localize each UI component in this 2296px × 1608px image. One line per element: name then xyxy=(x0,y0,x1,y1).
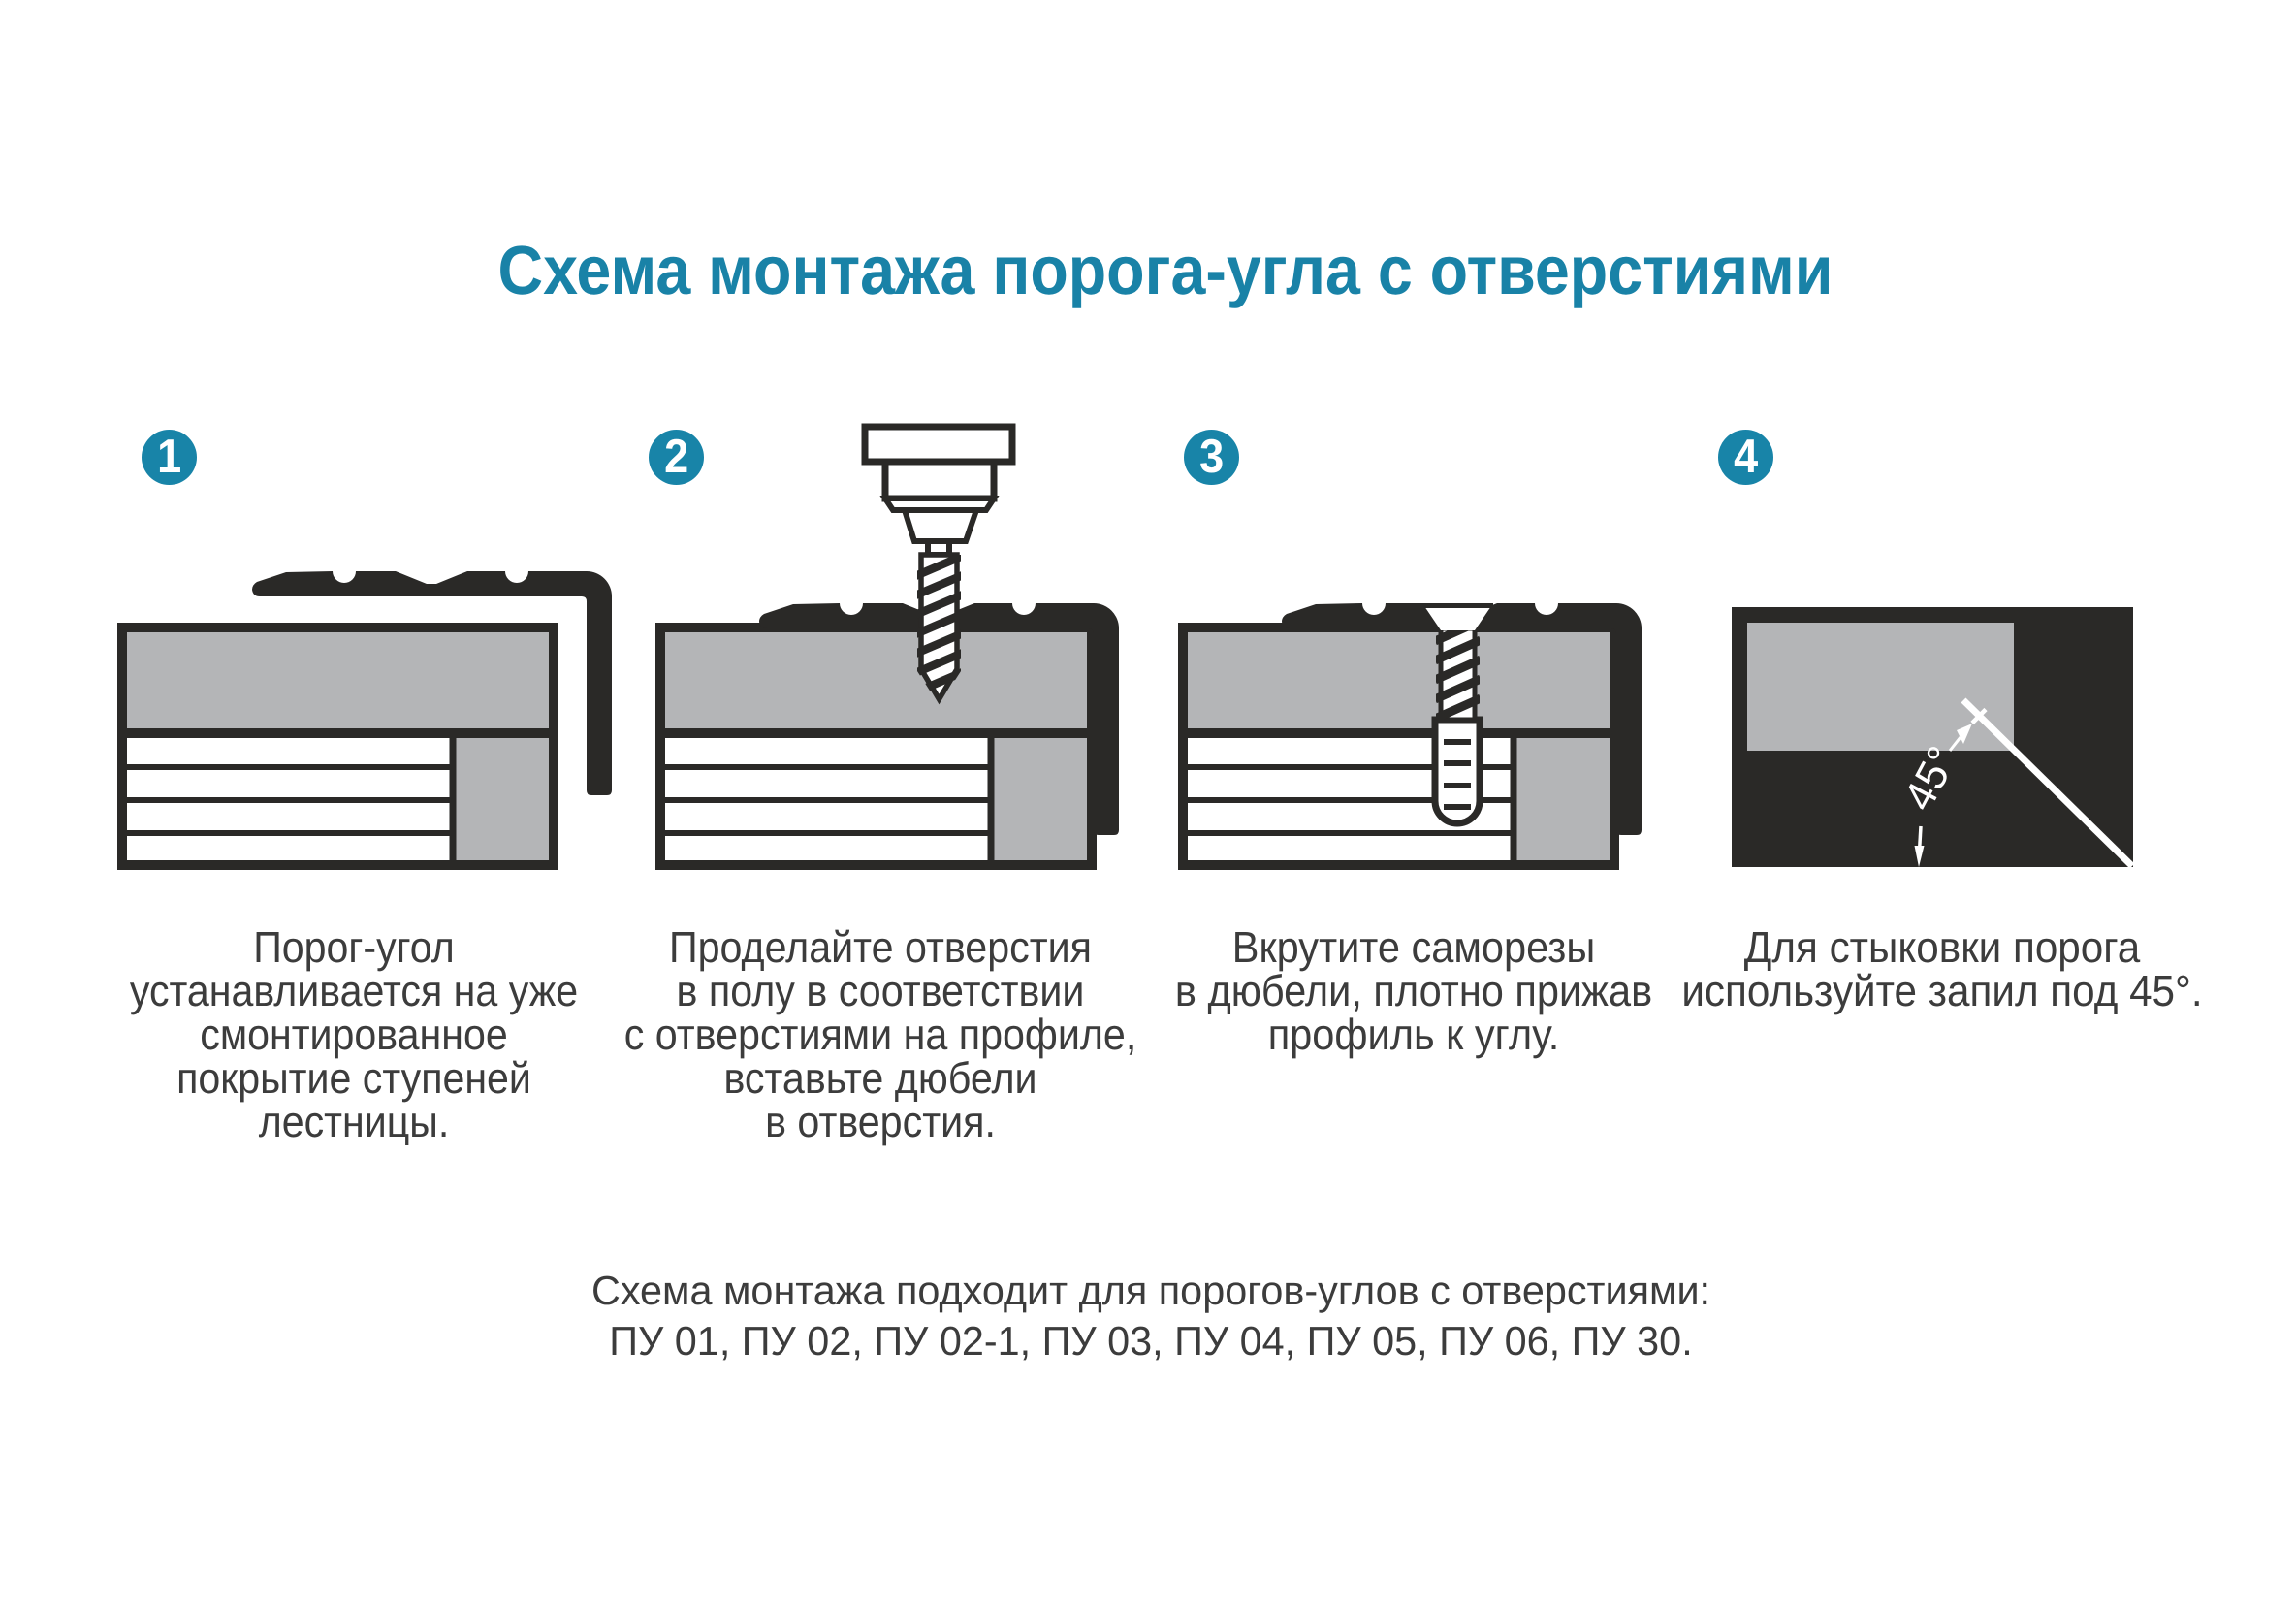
angle-arrow-down-icon xyxy=(1914,825,1925,867)
step-4-illustration: 45° xyxy=(1732,607,2135,869)
miter-joint-top-view: 45° xyxy=(1732,607,2135,869)
angle-arrow-up-icon xyxy=(1948,724,1972,752)
step-3-number-badge: 3 xyxy=(1184,430,1239,485)
screw-icon xyxy=(1422,603,1493,723)
stair-step-3 xyxy=(1178,623,1619,870)
step-1-number-badge: 1 xyxy=(142,430,197,485)
miter-cut-line xyxy=(1961,697,2135,869)
stair-covering-step-1 xyxy=(117,623,558,738)
dowel xyxy=(1431,716,1483,827)
step-2-illustration xyxy=(655,423,1119,870)
stair-riser-block-step-2 xyxy=(987,729,1096,869)
stair-riser-block-step-1 xyxy=(449,729,558,869)
step-3-illustration xyxy=(1178,603,1642,870)
stair-covering-step-3 xyxy=(1178,623,1619,738)
stair-step-1 xyxy=(117,623,558,870)
step-4-caption: Для стыковки порога используйте запил по… xyxy=(1681,922,2203,1015)
stair-covering-step-2 xyxy=(655,623,1097,738)
corner-profile-step-1 xyxy=(252,571,612,795)
stair-step-2 xyxy=(655,623,1097,870)
step-1-illustration xyxy=(117,571,612,870)
miter-line-tick xyxy=(1970,707,1988,725)
corner-profile-step-2 xyxy=(759,603,1119,835)
step-1-caption: Порог-угол устанавливается на уже смонти… xyxy=(129,922,579,1146)
page-title-text: Схема монтажа порога-угла с отверстиями xyxy=(497,233,1834,309)
step-2-number-badge: 2 xyxy=(649,430,704,485)
step-2-caption: Проделайте отверстия в полу в соответств… xyxy=(623,922,1137,1146)
step-4-number-badge: 4 xyxy=(1718,430,1773,485)
stair-riser-block-step-3 xyxy=(1510,729,1618,869)
page-title: Схема монтажа порога-угла с отверстиями xyxy=(431,237,1900,306)
step-3-caption: Вкрутите саморезы в дюбели, плотно прижа… xyxy=(1174,922,1653,1059)
corner-profile-step-3 xyxy=(1282,603,1642,835)
miter-floor-panel xyxy=(1739,615,2022,758)
footer-note: Схема монтажа подходит для порогов-углов… xyxy=(590,1268,1711,1364)
